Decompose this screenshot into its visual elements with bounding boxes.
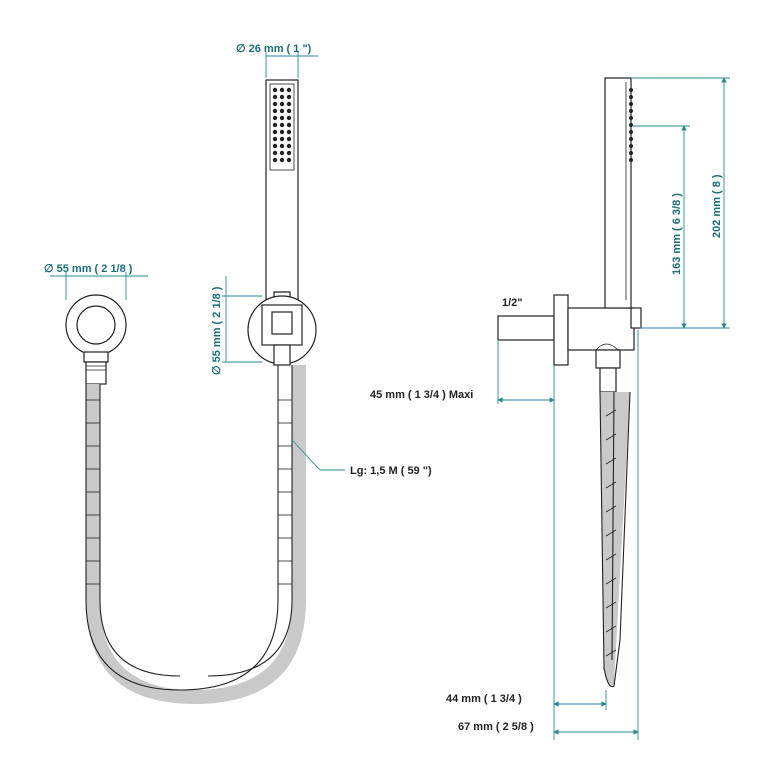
nozzle: [272, 108, 278, 114]
nozzle: [279, 87, 285, 93]
hose-segment-line: [605, 577, 617, 585]
hose-front: [85, 365, 306, 704]
nozzle: [279, 115, 285, 121]
nozzle: [629, 130, 633, 134]
nozzle: [286, 115, 292, 121]
side-view: 1/2": [370, 77, 730, 740]
nozzle: [279, 157, 285, 163]
wall-connector-side: [497, 294, 635, 393]
nozzle: [286, 87, 292, 93]
hose-segment-line: [605, 649, 617, 657]
nozzle: [272, 87, 278, 93]
nozzle: [629, 158, 633, 162]
nozzle: [629, 88, 633, 92]
hose-segments-side: [605, 409, 617, 657]
hose-segment-line: [605, 481, 617, 489]
nozzle: [272, 129, 278, 135]
nozzle: [629, 151, 633, 155]
nozzle: [286, 129, 292, 135]
hose-segment-line: [605, 457, 617, 465]
nozzle: [279, 108, 285, 114]
nozzle: [272, 122, 278, 128]
nozzle: [286, 108, 292, 114]
projection-dimensions: 45 mm ( 1 3/4 ) Maxi 44 mm ( 1 3/4 ) 67 …: [370, 330, 639, 740]
hose-length-label: Lg: 1,5 M ( 59 "): [350, 465, 432, 477]
nozzle: [286, 136, 292, 142]
nozzle: [272, 143, 278, 149]
nozzle: [286, 94, 292, 100]
holder-front: [247, 295, 317, 366]
shower-head-front: [265, 79, 299, 303]
hose-length-leader: Lg: 1,5 M ( 59 "): [291, 439, 432, 477]
nozzle: [286, 101, 292, 107]
hose-segment-line: [605, 529, 617, 537]
hose-segment-line: [605, 505, 617, 513]
holder-diameter-label: ∅ 55 mm ( 2 1/8 ): [211, 286, 223, 375]
wall-plate-diameter-label: ∅ 55 mm ( 2 1/8 ): [44, 263, 133, 275]
hose-side: [599, 391, 631, 688]
hose-segment-line: [605, 625, 617, 633]
nozzle: [279, 122, 285, 128]
nozzle: [279, 94, 285, 100]
depth-67-label: 67 mm ( 2 5/8 ): [458, 721, 534, 733]
shower-head-side: [604, 77, 642, 329]
height-163-label: 163 mm ( 6 3/8 ): [671, 193, 683, 275]
nozzle: [286, 157, 292, 163]
height-202-label: 202 mm ( 8 ): [711, 174, 723, 238]
nozzle-grid: [272, 87, 292, 163]
nozzle: [279, 136, 285, 142]
nozzle: [279, 143, 285, 149]
nozzle: [629, 137, 633, 141]
holder-diameter-dimension: ∅ 55 mm ( 2 1/8 ): [211, 276, 262, 375]
nozzle: [629, 109, 633, 113]
head-diameter-dimension: ∅ 26 mm ( 1 "): [236, 43, 318, 78]
thread-label: 1/2": [502, 297, 523, 309]
hose-segment-line: [605, 553, 617, 561]
nozzle: [279, 129, 285, 135]
projection-label: 45 mm ( 1 3/4 ) Maxi: [370, 389, 473, 401]
nozzle: [272, 157, 278, 163]
front-view: ∅ 26 mm ( 1 ") ∅ 55 mm ( 2 1/8 ): [44, 43, 432, 704]
nozzle: [272, 115, 278, 121]
nozzle: [272, 136, 278, 142]
nozzle: [286, 143, 292, 149]
nozzle: [629, 95, 633, 99]
nozzle: [629, 144, 633, 148]
nozzle: [272, 150, 278, 156]
nozzle: [629, 116, 633, 120]
hose-segments: [86, 399, 292, 585]
hose-segment-line: [605, 409, 617, 417]
hose-segment-line: [605, 601, 617, 609]
depth-44-label: 44 mm ( 1 3/4 ): [446, 693, 522, 705]
nozzle: [272, 101, 278, 107]
wall-outlet-front: [65, 294, 127, 385]
head-diameter-label: ∅ 26 mm ( 1 "): [236, 43, 312, 55]
nozzle: [279, 101, 285, 107]
nozzle: [279, 150, 285, 156]
nozzle: [272, 94, 278, 100]
height-dimensions: 163 mm ( 6 3/8 ) 202 mm ( 8 ): [632, 77, 730, 329]
nozzle: [629, 102, 633, 106]
wall-plate-dimension: ∅ 55 mm ( 2 1/8 ): [44, 263, 148, 300]
nozzle: [286, 122, 292, 128]
hose-segment-line: [605, 433, 617, 441]
nozzle: [286, 150, 292, 156]
